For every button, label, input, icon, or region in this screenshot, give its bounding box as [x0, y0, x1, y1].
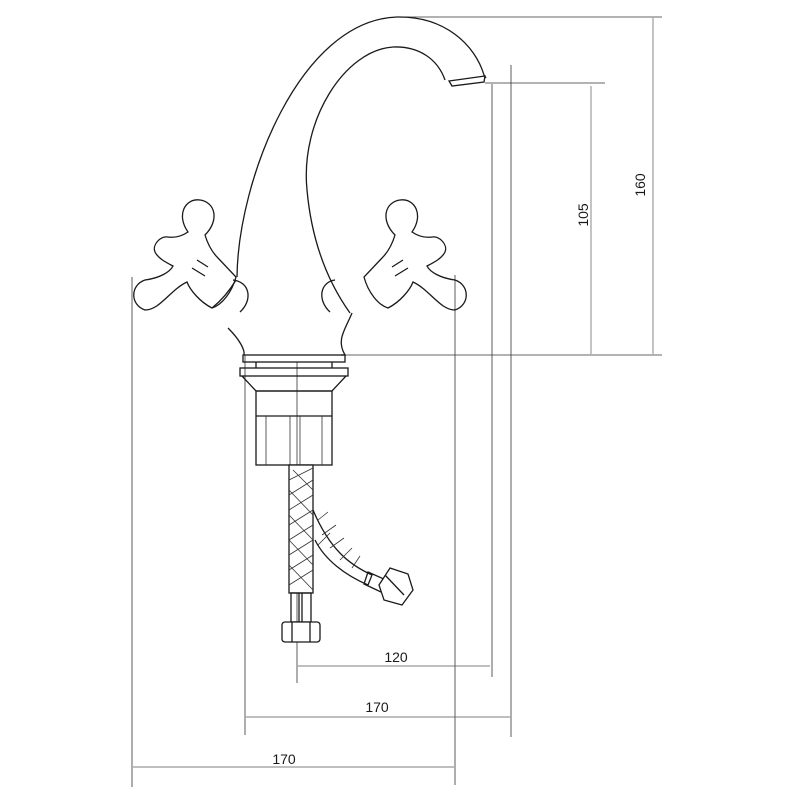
- dim-label-120: 120: [384, 649, 408, 665]
- supply-hoses: [281, 464, 414, 643]
- dimension-lines: [131, 16, 662, 787]
- dim-label-160: 160: [632, 173, 648, 197]
- dim-label-170-upper: 170: [365, 699, 389, 715]
- right-cross-handle: [321, 199, 467, 356]
- dim-label-105: 105: [575, 203, 591, 227]
- left-cross-handle: [133, 199, 249, 356]
- dimension-labels: 160 105 120 170 170: [272, 173, 648, 767]
- dim-label-170-lower: 170: [272, 751, 296, 767]
- base-mount: [239, 354, 349, 466]
- spout: [236, 16, 487, 314]
